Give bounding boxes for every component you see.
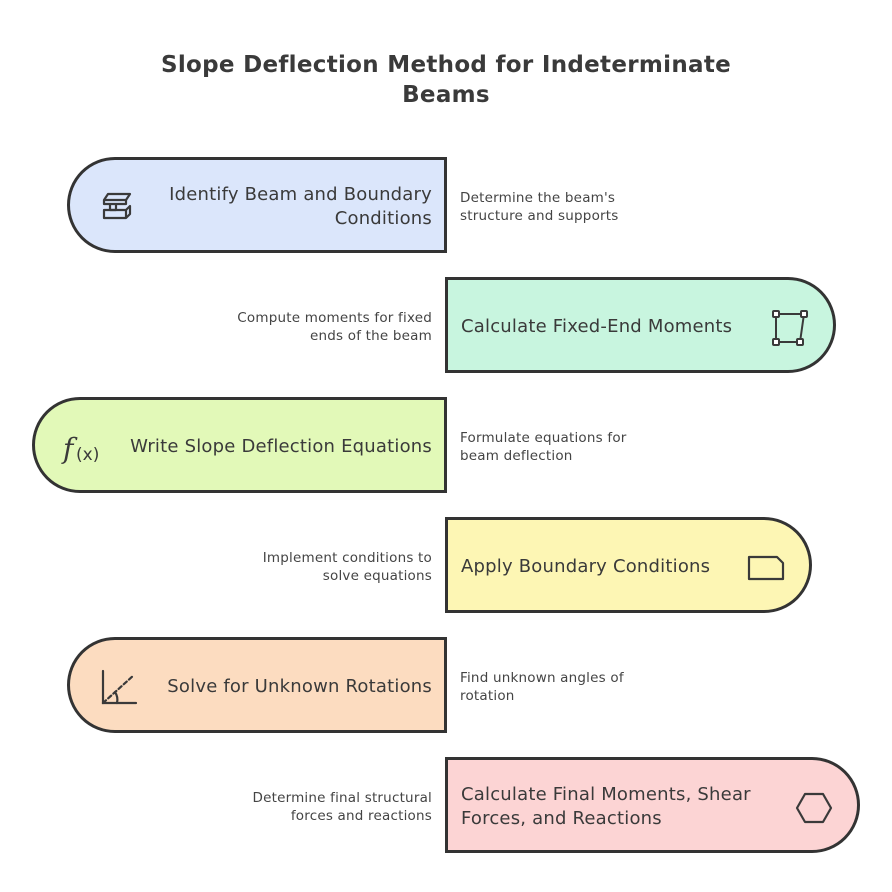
step-6-description: Determine final structural forces and re… (252, 790, 432, 824)
step-3-label: Write Slope Deflection Equations (130, 436, 432, 457)
step-2-pill: Calculate Fixed-End Moments (445, 277, 836, 373)
svg-text:(x): (x) (76, 445, 99, 465)
step-1-description: Determine the beam's structure and suppo… (460, 190, 619, 224)
step-4-pill: Apply Boundary Conditions (445, 517, 812, 613)
step-2-label: Calculate Fixed-End Moments (461, 316, 733, 337)
step-5-description: Find unknown angles of rotation (460, 670, 624, 704)
step-4-label: Apply Boundary Conditions (461, 556, 711, 577)
angle-icon (101, 669, 138, 705)
step-1-label: Identify Beam and Boundary Conditions (169, 184, 432, 229)
diagram-title: Slope Deflection Method for Indeterminat… (160, 52, 732, 108)
step-3-pill: f (x) Write Slope Deflection Equations (32, 397, 447, 493)
step-4-description: Implement conditions to solve equations (262, 550, 432, 584)
beam-icon (102, 192, 132, 220)
hexagon-icon (795, 792, 833, 824)
step-5-pill: Solve for Unknown Rotations (67, 637, 447, 733)
step-1-pill: Identify Beam and Boundary Conditions (67, 157, 447, 253)
step-6-pill: Calculate Final Moments, Shear Forces, a… (445, 757, 860, 853)
step-6-label: Calculate Final Moments, Shear Forces, a… (461, 784, 751, 829)
step-3-description: Formulate equations for beam deflection (460, 430, 627, 464)
shape-nodes-icon (772, 310, 808, 346)
boundary-shape-icon (747, 555, 785, 581)
function-icon: f (x) (61, 432, 99, 465)
step-2-description: Compute moments for fixed ends of the be… (237, 310, 432, 344)
step-5-label: Solve for Unknown Rotations (167, 676, 432, 697)
